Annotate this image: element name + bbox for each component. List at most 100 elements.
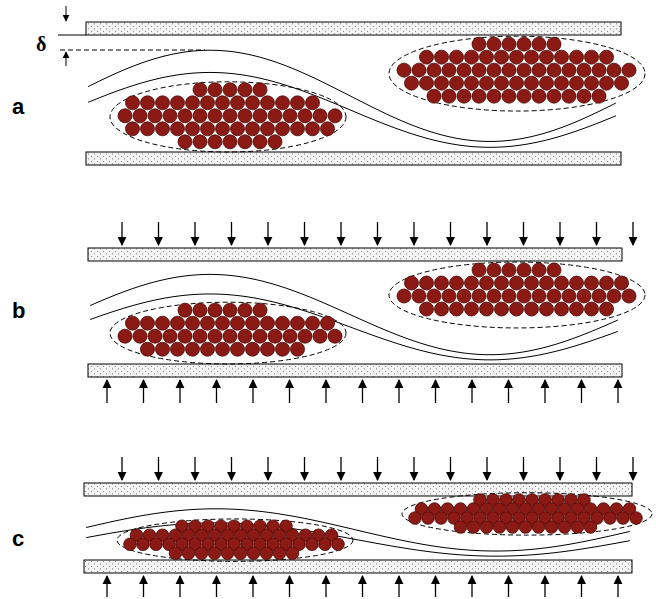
- cell: [216, 342, 230, 356]
- cell: [238, 135, 252, 149]
- cell: [604, 512, 617, 525]
- cell: [268, 109, 282, 123]
- cell: [253, 109, 267, 123]
- cell: [321, 122, 335, 136]
- cell: [238, 303, 252, 317]
- cell: [156, 122, 170, 136]
- cell: [585, 276, 599, 290]
- pressure-arrow: [158, 457, 159, 480]
- pressure-arrow: [450, 457, 451, 480]
- pressure-arrow: [377, 222, 378, 245]
- cell: [208, 83, 222, 97]
- cell: [137, 538, 150, 551]
- cell: [540, 76, 554, 90]
- cell: [231, 342, 245, 356]
- cell: [480, 50, 494, 64]
- cell: [465, 276, 479, 290]
- cell: [562, 289, 576, 303]
- pressure-arrow: [194, 222, 195, 245]
- cell: [420, 276, 434, 290]
- pressure-arrow: [143, 576, 144, 597]
- cell: [261, 342, 275, 356]
- panel-letter: a: [12, 96, 24, 118]
- membrane-line: [88, 72, 616, 147]
- cell: [442, 63, 456, 77]
- cell: [412, 289, 426, 303]
- cell: [276, 122, 290, 136]
- cell: [178, 329, 192, 343]
- cell: [487, 289, 501, 303]
- cell: [208, 547, 221, 560]
- cell: [163, 329, 177, 343]
- cell: [261, 316, 275, 330]
- cell: [126, 316, 140, 330]
- cell: [562, 89, 576, 103]
- cell: [592, 289, 606, 303]
- cell: [495, 50, 509, 64]
- cell: [517, 63, 531, 77]
- cell: [246, 342, 260, 356]
- pressure-arrow: [508, 576, 509, 597]
- cell: [193, 83, 207, 97]
- cell: [178, 135, 192, 149]
- cell: [585, 76, 599, 90]
- pressure-arrow: [158, 222, 159, 245]
- cell: [133, 329, 147, 343]
- pressure-arrow: [596, 222, 597, 245]
- cell: [427, 63, 441, 77]
- cell: [435, 512, 448, 525]
- membrane-line: [90, 274, 618, 354]
- cell: [472, 63, 486, 77]
- cell: [540, 302, 554, 316]
- cell: [178, 109, 192, 123]
- cell: [306, 96, 320, 110]
- cell: [201, 122, 215, 136]
- cell: [465, 76, 479, 90]
- cell: [221, 547, 234, 560]
- cell: [405, 276, 419, 290]
- cell: [171, 122, 185, 136]
- cell: [201, 316, 215, 330]
- cell: [519, 521, 532, 534]
- cell: [472, 289, 486, 303]
- pressure-arrow: [435, 576, 436, 597]
- cell: [562, 63, 576, 77]
- cell: [286, 547, 299, 560]
- cell: [231, 122, 245, 136]
- cell: [510, 50, 524, 64]
- cell: [150, 538, 163, 551]
- pressure-arrow: [559, 457, 560, 480]
- cell: [435, 302, 449, 316]
- cell: [397, 63, 411, 77]
- pressure-arrow: [413, 457, 414, 480]
- cell: [495, 276, 509, 290]
- pressure-arrow: [617, 380, 618, 403]
- cell: [570, 276, 584, 290]
- pressure-arrow: [179, 380, 180, 403]
- membrane-line: [88, 50, 616, 141]
- cell: [570, 302, 584, 316]
- cell: [261, 122, 275, 136]
- pressure-arrow: [267, 222, 268, 245]
- cell: [555, 50, 569, 64]
- cell: [148, 329, 162, 343]
- cell: [480, 276, 494, 290]
- cell: [141, 342, 155, 356]
- cell: [480, 302, 494, 316]
- pressure-arrow: [289, 380, 290, 403]
- cell: [186, 342, 200, 356]
- cell: [291, 96, 305, 110]
- cell: [171, 316, 185, 330]
- cell-cluster-outline: [389, 262, 645, 328]
- cell: [306, 122, 320, 136]
- cell: [141, 96, 155, 110]
- cell: [298, 109, 312, 123]
- cell: [223, 329, 237, 343]
- cell: [442, 289, 456, 303]
- cell: [223, 303, 237, 317]
- cell: [208, 109, 222, 123]
- cell: [182, 547, 195, 560]
- plate: [88, 248, 622, 261]
- cell: [487, 89, 501, 103]
